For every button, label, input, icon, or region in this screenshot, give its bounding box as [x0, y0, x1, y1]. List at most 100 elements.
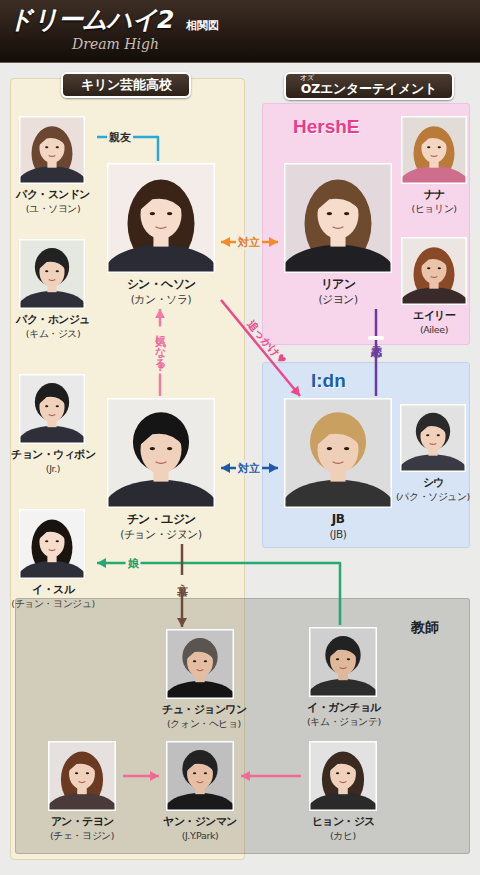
relation-line: [159, 309, 162, 396]
fringe: [38, 387, 66, 405]
character-name: チュ・ジョンワン: [159, 702, 249, 717]
photo-frame: [402, 238, 467, 305]
fringe: [419, 417, 447, 434]
name-caption: ヤン・ジンマン(J.Y.Park): [159, 814, 241, 843]
portrait-photo: [309, 741, 377, 811]
relation-line: [181, 544, 184, 627]
arrow-head: [269, 237, 278, 247]
character-name: シウ: [395, 475, 471, 490]
person-card: パク・スンドン(ユ・ソヨン): [9, 114, 97, 218]
eye: [347, 658, 350, 660]
actor-name: (Ailee): [397, 323, 471, 337]
fringe: [329, 640, 358, 658]
group-heading: 教師: [411, 619, 439, 637]
eye: [344, 212, 349, 215]
photo-frame: [310, 628, 377, 697]
relation-connector: [376, 309, 377, 396]
relation-label: 気になる?: [153, 327, 168, 374]
photo-frame: [20, 117, 85, 184]
shoulders: [19, 166, 85, 184]
fringe: [315, 419, 360, 447]
actor-name: (ジヨン): [278, 292, 398, 307]
shoulders: [309, 679, 377, 697]
character-name: パク・スンドン: [9, 187, 97, 202]
character-name: エイリー: [397, 308, 471, 323]
eye: [426, 434, 429, 436]
portrait-photo: [19, 239, 85, 309]
arrow-head: [290, 386, 300, 396]
photo-background: [309, 627, 377, 697]
relation-line: [123, 775, 159, 778]
mouth: [333, 227, 344, 229]
group-box: 教師チュ・ジョンワン(クォン・ヘヒョ)イ・ガンチョル(キム・ジョンテ)アン・テヨ…: [15, 598, 470, 854]
portrait-photo: [400, 404, 466, 472]
character-name: ヒョン・ジス: [301, 814, 385, 829]
person-card: チョン・ウィボン(Jr.): [9, 372, 97, 476]
person-card: JB(JB): [278, 396, 398, 544]
fringe: [38, 252, 66, 270]
shoulders: [48, 793, 116, 811]
portrait-photo: [166, 629, 234, 699]
arrow-head: [155, 309, 165, 318]
relation-line: [97, 137, 158, 161]
fringe: [420, 250, 448, 267]
photo-background: [107, 398, 215, 508]
logo-text: Dream High: [72, 36, 159, 52]
eye: [56, 540, 59, 542]
eye: [347, 772, 350, 774]
fringe: [138, 419, 183, 447]
shoulders: [284, 479, 392, 508]
photo-background: [107, 163, 215, 273]
photo-background: [19, 509, 85, 579]
eye: [167, 212, 172, 215]
relation-connector: [123, 771, 159, 781]
actor-name: (クォン・ヘヒョ): [159, 717, 249, 731]
eye: [45, 270, 48, 272]
name-caption: パク・ホンジュ(キム・ジス): [9, 312, 97, 341]
photo-background: [19, 116, 85, 184]
person-card: チン・ユジン(チョン・ジヌン): [101, 396, 221, 544]
photo-frame: [167, 630, 234, 699]
name-caption: チュ・ジョンワン(クォン・ヘヒョ): [159, 702, 249, 731]
photo-frame: [20, 375, 85, 444]
arrow-head: [269, 463, 278, 473]
chart-subtitle: 相関図: [186, 18, 219, 33]
eye: [438, 146, 441, 148]
photo-background: [19, 239, 85, 309]
eye: [327, 447, 332, 450]
ruby-reading: オズ: [300, 74, 314, 82]
relation-label: 追っかけ♥: [243, 315, 291, 369]
group-box: OZエンターテイメントHershEリアン(ジヨン)ナナ(ヒョリン)エイリー(Ai…: [262, 70, 470, 550]
fringe: [315, 184, 360, 212]
character-name: イ・スル: [9, 582, 97, 597]
relation-connector: [221, 237, 278, 247]
actor-name: (キム・ジョンテ): [299, 715, 389, 729]
portrait-photo: [284, 163, 392, 273]
mouth: [79, 782, 86, 783]
fringe: [329, 754, 358, 772]
person-card: シン・ヘソン(カン・ソラ): [101, 161, 221, 309]
mouth: [156, 227, 167, 229]
portrait-photo: [309, 627, 377, 697]
character-name: リアン: [278, 276, 398, 292]
relation-label: 娘: [126, 556, 141, 571]
photo-frame: [402, 117, 467, 184]
name-caption: アン・テヨン(チェ・ヨジン): [41, 814, 123, 843]
arrow-head: [177, 618, 187, 627]
shoulders: [401, 166, 467, 184]
character-name: ヤン・ジンマン: [159, 814, 241, 829]
fringe: [420, 129, 448, 146]
group-tab: キリン芸能高校: [61, 72, 191, 98]
relation-label: 元恋人: [369, 336, 384, 340]
fringe: [68, 754, 97, 772]
eye: [150, 447, 155, 450]
photo-background: [166, 741, 234, 811]
photo-background: [309, 741, 377, 811]
relation-label: 親友: [107, 130, 133, 145]
photo-background: [284, 398, 392, 508]
name-caption: エイリー(Ailee): [397, 308, 471, 337]
shoulders: [166, 793, 234, 811]
shoulders: [19, 291, 85, 309]
eye: [427, 267, 430, 269]
